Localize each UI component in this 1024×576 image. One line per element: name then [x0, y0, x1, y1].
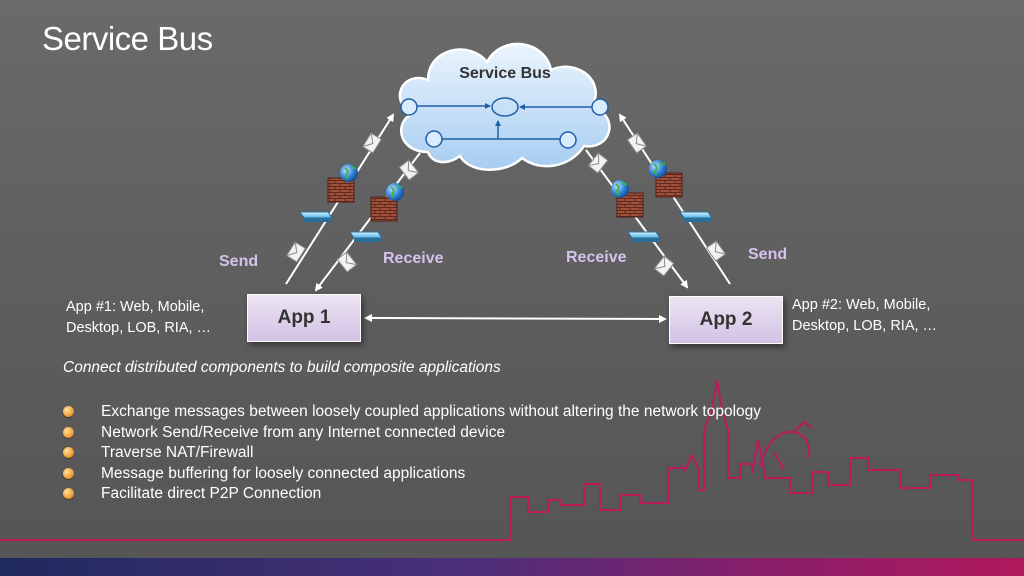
bullet-text: Traverse NAT/Firewall	[101, 444, 254, 461]
envelope-icon	[705, 240, 727, 262]
bullet-icon	[63, 447, 74, 458]
globe-icon	[649, 160, 667, 178]
bullet-item: Facilitate direct P2P Connection	[60, 484, 761, 505]
cloud-label: Service Bus	[459, 65, 551, 82]
bullet-item: Network Send/Receive from any Internet c…	[60, 423, 761, 444]
relay-node-icon	[559, 131, 577, 149]
globe-icon	[611, 180, 629, 198]
skyline-decoration	[0, 379, 1024, 541]
router-icon	[349, 231, 383, 242]
send-label-right: Send	[748, 246, 788, 263]
bullet-icon	[63, 467, 74, 479]
app1-box: App 1	[247, 294, 361, 342]
receive-label-right: Receive	[566, 249, 627, 266]
app1-description-line2: Desktop, LOB, RIA, …	[66, 320, 212, 336]
bullet-icon	[63, 406, 74, 417]
app2-description-line1: App #2: Web, Mobile,	[792, 297, 931, 313]
app1-description: App #1: Web, Mobile, Desktop, LOB, RIA, …	[66, 297, 241, 339]
firewall-icon	[370, 196, 398, 222]
bullet-text: Message buffering for loosely connected …	[101, 464, 466, 482]
router-icon	[627, 231, 661, 242]
app1-description-line1: App #1: Web, Mobile,	[66, 299, 205, 315]
router-icon	[299, 211, 333, 222]
bottom-accent-bar	[0, 558, 1024, 576]
globe-icon	[340, 164, 358, 182]
receive-label-left: Receive	[383, 250, 444, 267]
globe-icon	[386, 183, 404, 201]
envelope-icon	[285, 241, 307, 263]
envelope-icon	[587, 152, 609, 174]
relay-node-icon	[425, 130, 443, 148]
relay-node-icon	[400, 98, 418, 116]
app2-description-line2: Desktop, LOB, RIA, …	[792, 318, 938, 334]
bullet-item: Exchange messages between loosely couple…	[60, 402, 761, 423]
router-icon	[679, 211, 713, 222]
bullet-icon	[63, 426, 74, 438]
envelope-icon	[653, 255, 675, 277]
send-label-left: Send	[219, 253, 259, 270]
bullet-item: Traverse NAT/Firewall	[60, 443, 761, 464]
receive-arrow-left	[314, 152, 421, 292]
bullet-item: Message buffering for loosely connected …	[60, 464, 761, 485]
envelope-icon	[398, 159, 420, 181]
p2p-arrow	[364, 314, 667, 323]
bullet-text: Exchange messages between loosely couple…	[101, 403, 762, 420]
service-bus-cloud-icon	[398, 42, 611, 171]
bullet-icon	[63, 488, 74, 499]
app2-box: App 2	[669, 296, 783, 344]
envelope-icon	[361, 132, 383, 154]
app2-description: App #2: Web, Mobile, Desktop, LOB, RIA, …	[792, 295, 992, 337]
bullet-text: Network Send/Receive from any Internet c…	[101, 423, 506, 441]
envelope-icon	[336, 251, 358, 273]
bullet-list: Exchange messages between loosely couple…	[60, 402, 761, 505]
relay-node-icon	[591, 98, 609, 116]
tagline: Connect distributed components to build …	[63, 359, 501, 376]
firewall-icon	[327, 177, 355, 203]
bullet-text: Facilitate direct P2P Connection	[101, 485, 322, 502]
envelope-icon	[626, 132, 648, 154]
slide-title: Service Bus	[42, 20, 213, 57]
